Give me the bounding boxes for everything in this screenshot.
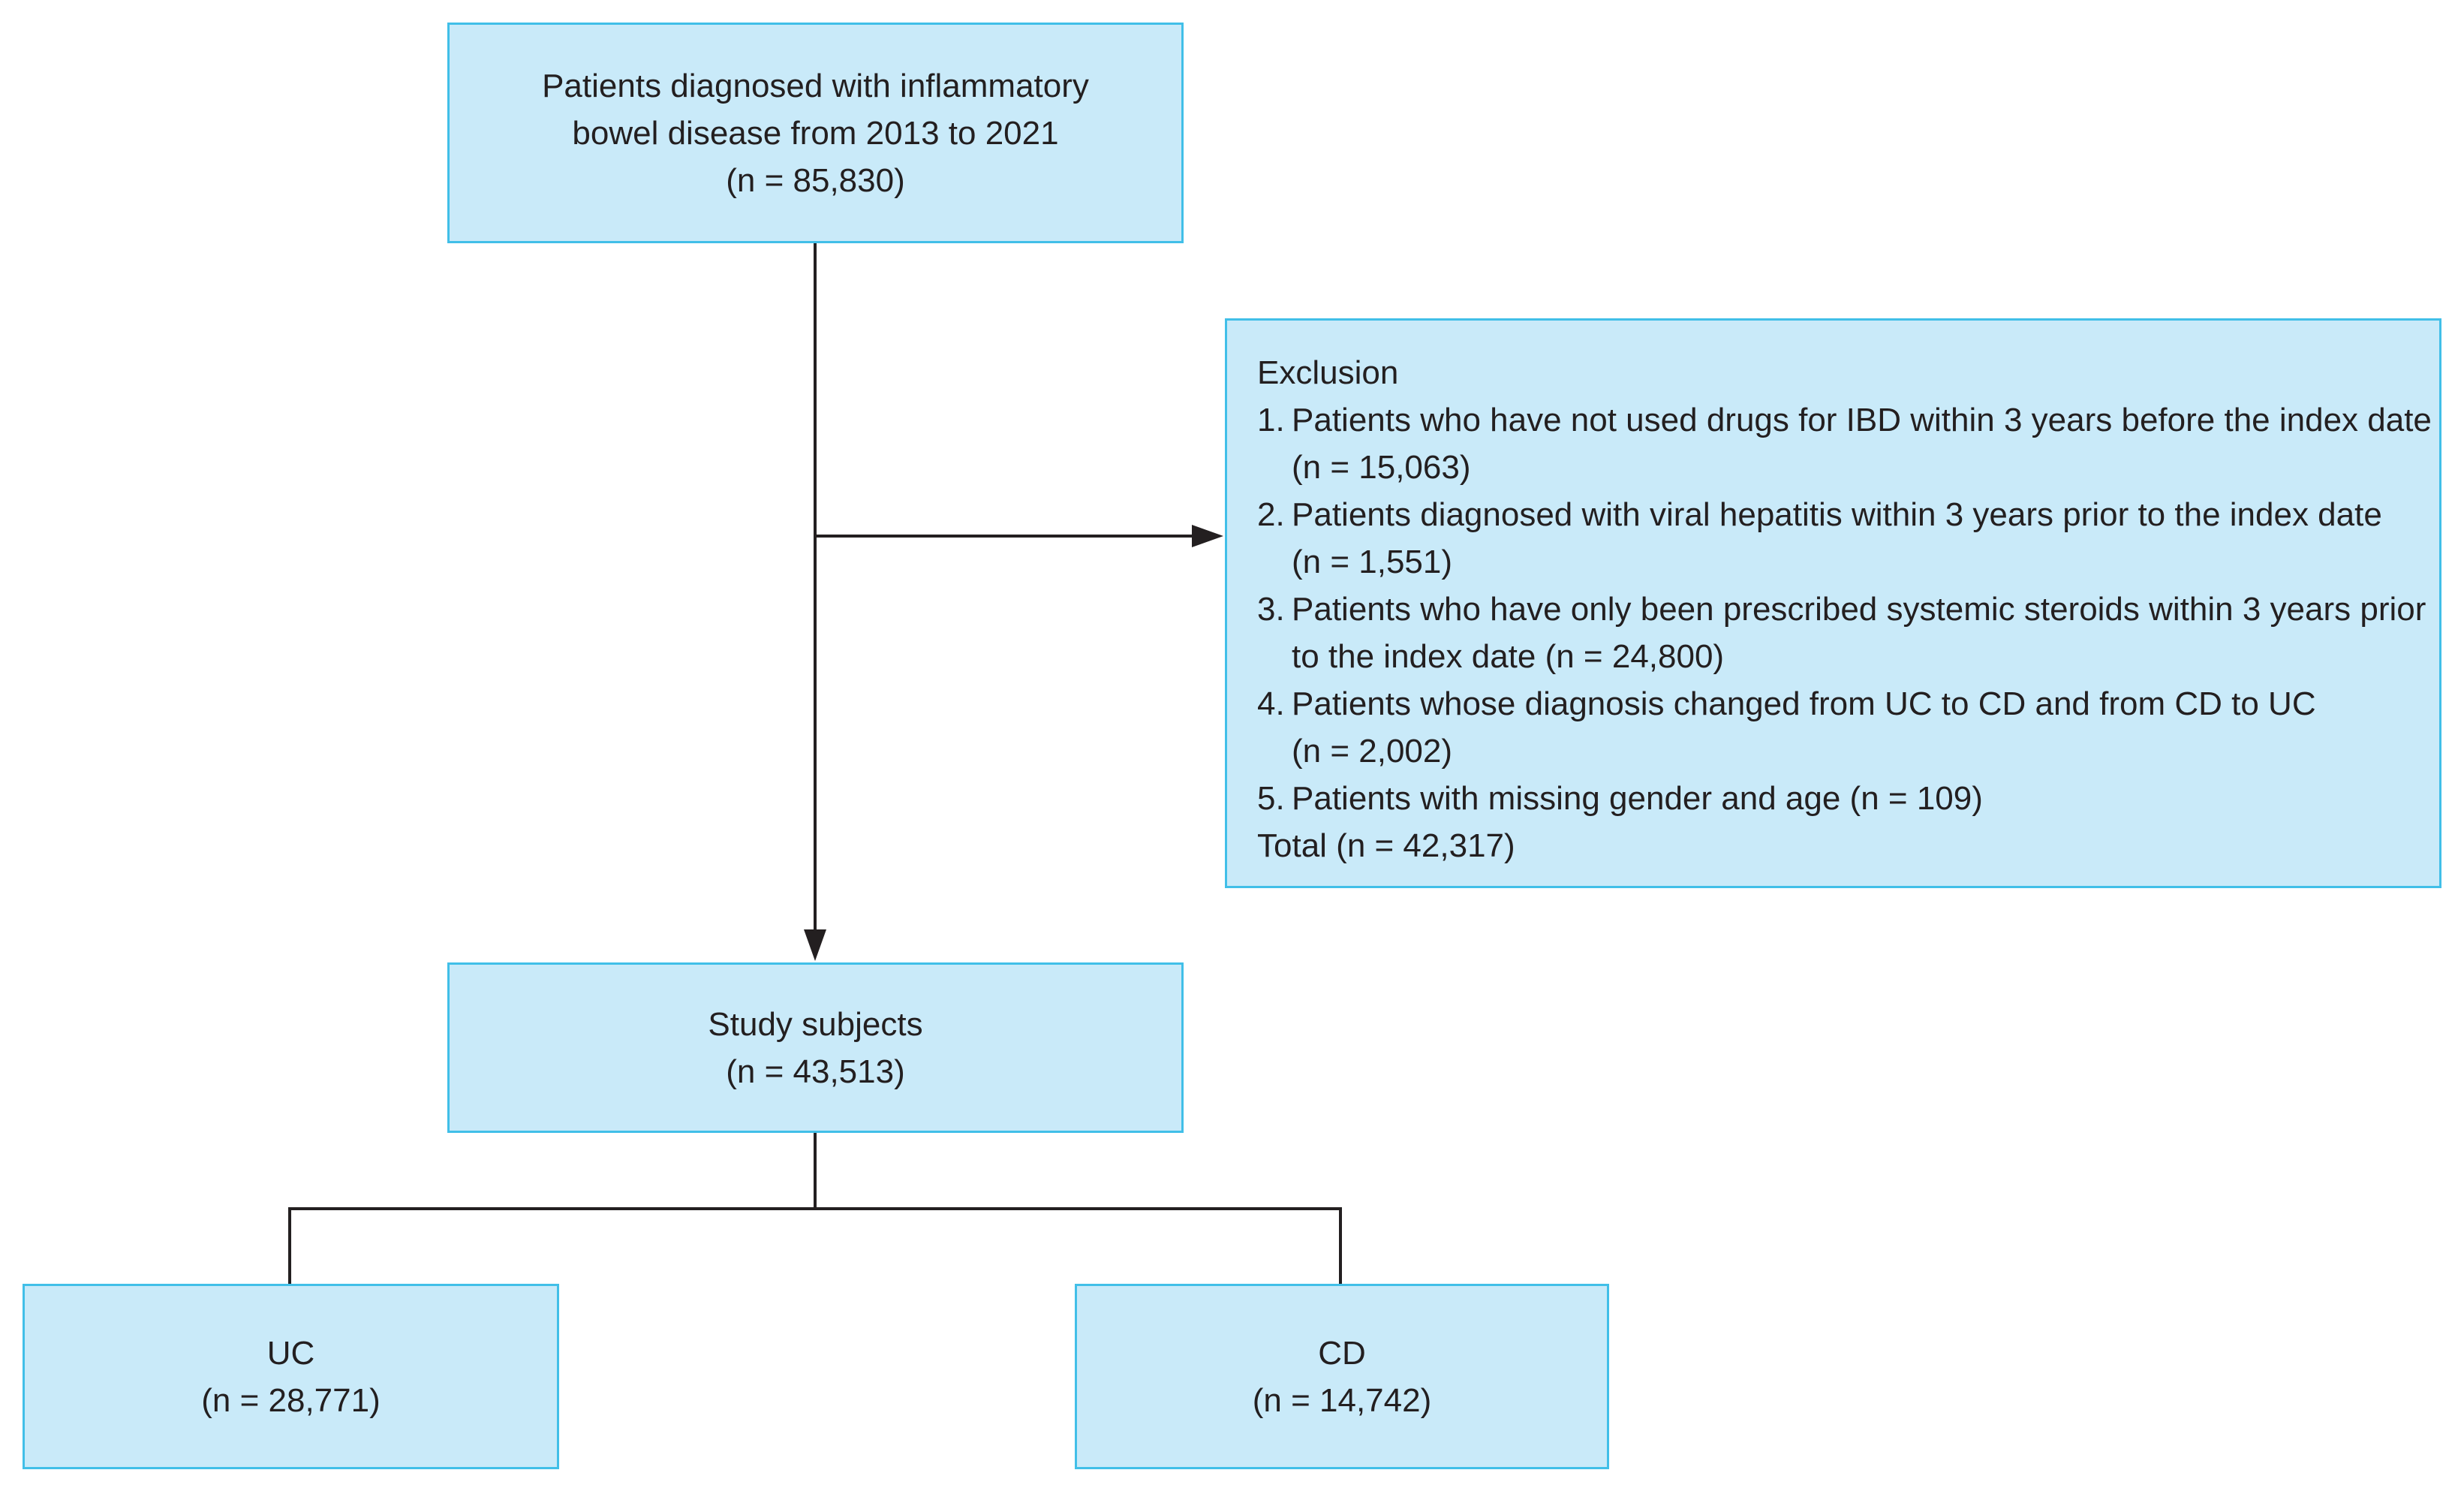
cd-box: CD (n = 14,742) bbox=[1075, 1284, 1609, 1469]
exclusion-item-2-line-1: Patients diagnosed with viral hepatitis … bbox=[1292, 496, 2382, 533]
exclusion-item-4-number: 4. bbox=[1257, 685, 1285, 722]
ibd-patients-box: Patients diagnosed with inflammatory bow… bbox=[447, 23, 1184, 243]
study-subjects-box: Study subjects (n = 43,513) bbox=[447, 962, 1184, 1133]
exclusion-item-1: 1. Patients who have not used drugs for … bbox=[1257, 396, 2439, 491]
exclusion-title: Exclusion bbox=[1257, 354, 1399, 391]
exclusion-item-4-line-2: (n = 2,002) bbox=[1292, 733, 1453, 770]
ibd-patients-line-2: bowel disease from 2013 to 2021 bbox=[572, 114, 1059, 152]
exclusion-item-2-number: 2. bbox=[1257, 496, 1285, 533]
uc-box: UC (n = 28,771) bbox=[23, 1284, 559, 1469]
exclusion-item-1-number: 1. bbox=[1257, 402, 1285, 438]
exclusion-item-5-number: 5. bbox=[1257, 780, 1285, 817]
main-flow-arrowhead bbox=[804, 929, 826, 961]
exclusion-item-3-number: 3. bbox=[1257, 591, 1285, 628]
uc-title: UC bbox=[266, 1334, 315, 1372]
exclusion-item-1-line-2: (n = 15,063) bbox=[1292, 449, 1471, 486]
ibd-patients-count: (n = 85,830) bbox=[726, 161, 905, 199]
exclusion-item-3-line-1: Patients who have only been prescribed s… bbox=[1292, 591, 2426, 628]
study-subjects-title: Study subjects bbox=[708, 1005, 923, 1043]
exclusion-item-4: 4. Patients whose diagnosis changed from… bbox=[1257, 680, 2439, 775]
cd-count: (n = 14,742) bbox=[1252, 1381, 1432, 1419]
exclusion-arrowhead bbox=[1192, 525, 1223, 547]
exclusion-item-2: 2. Patients diagnosed with viral hepatit… bbox=[1257, 491, 2439, 586]
cd-title: CD bbox=[1318, 1334, 1366, 1372]
exclusion-item-4-line-1: Patients whose diagnosis changed from UC… bbox=[1292, 685, 2316, 722]
ibd-patients-line-1: Patients diagnosed with inflammatory bbox=[542, 67, 1089, 104]
exclusion-item-1-line-1: Patients who have not used drugs for IBD… bbox=[1292, 402, 2432, 438]
exclusion-box: Exclusion 1. Patients who have not used … bbox=[1225, 318, 2441, 888]
exclusion-total: Total (n = 42,317) bbox=[1257, 827, 1515, 864]
study-subjects-count: (n = 43,513) bbox=[726, 1053, 905, 1090]
exclusion-item-3: 3. Patients who have only been prescribe… bbox=[1257, 586, 2439, 680]
exclusion-item-2-line-2: (n = 1,551) bbox=[1292, 544, 1453, 580]
exclusion-item-5-line-1: Patients with missing gender and age (n … bbox=[1292, 780, 1983, 817]
exclusion-item-5: 5. Patients with missing gender and age … bbox=[1257, 775, 2439, 822]
exclusion-item-3-line-2: to the index date (n = 24,800) bbox=[1292, 638, 1725, 675]
uc-count: (n = 28,771) bbox=[201, 1381, 381, 1419]
